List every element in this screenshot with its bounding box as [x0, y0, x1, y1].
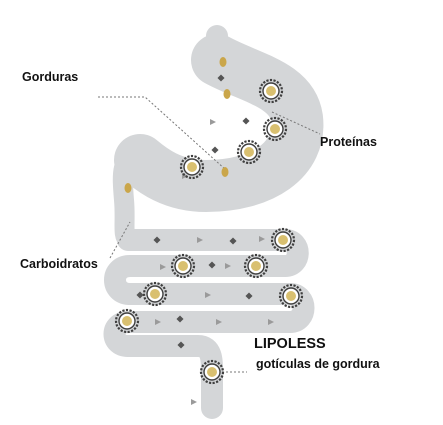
protein-particle	[136, 291, 144, 299]
protein-particle	[229, 237, 237, 245]
fat-particle	[219, 57, 227, 67]
label-proteinas: Proteínas	[320, 135, 377, 149]
stomach	[114, 34, 324, 212]
protein-particle	[177, 341, 185, 349]
leader-lines	[98, 96, 321, 373]
carbohydrate-particles	[155, 119, 274, 405]
label-carboidratos: Carboidratos	[20, 257, 98, 271]
fat-particle	[223, 89, 231, 99]
protein-particles	[136, 74, 253, 349]
protein-particle	[176, 315, 184, 323]
fat-particle	[221, 167, 229, 177]
protein-particle	[217, 74, 225, 82]
fat-particle	[124, 183, 132, 193]
carb-particle	[210, 119, 216, 125]
protein-particle	[242, 117, 250, 125]
protein-particle	[245, 292, 253, 300]
leader-proteinas	[271, 111, 321, 135]
protein-particle	[153, 236, 161, 244]
carb-particle	[197, 237, 203, 243]
protein-particle	[208, 261, 216, 269]
carb-particle	[268, 319, 274, 325]
leader-carboidratos	[109, 221, 131, 259]
label-goticulas-de-gordura: gotículas de gordura	[256, 357, 381, 371]
carb-particle	[155, 319, 161, 325]
carb-particle	[216, 319, 222, 325]
digestive-tract	[103, 25, 324, 419]
small-intestine	[103, 229, 315, 419]
fat-particles	[124, 57, 231, 193]
gear-capsule-icon	[236, 139, 262, 165]
protein-particle	[211, 146, 219, 154]
label-gorduras: Gorduras	[22, 70, 78, 84]
carb-particle	[225, 263, 231, 269]
carb-particle	[259, 236, 265, 242]
carb-particle	[160, 264, 166, 270]
carb-particle	[191, 399, 197, 405]
label-lipoless: LIPOLESS	[254, 336, 326, 352]
carb-particle	[205, 292, 211, 298]
